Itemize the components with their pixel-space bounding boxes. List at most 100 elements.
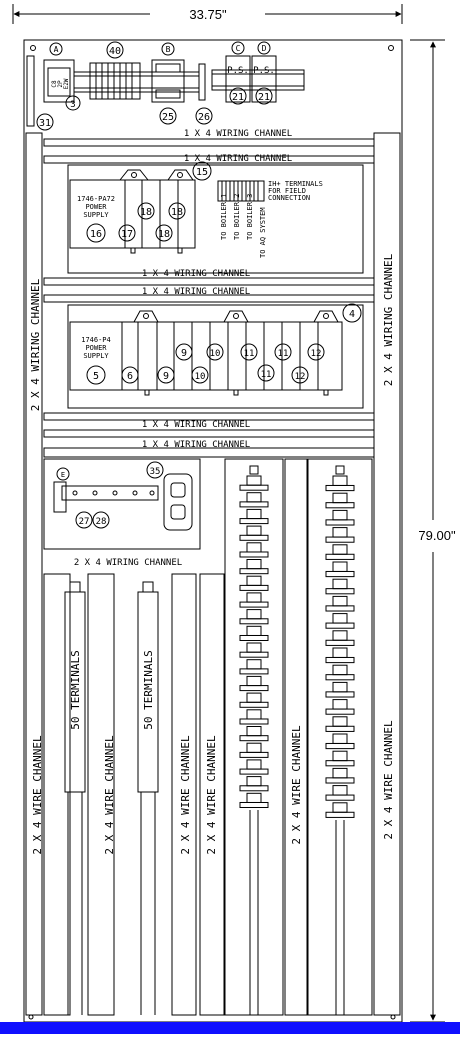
mount-hole <box>30 45 36 51</box>
svg-text:E2W: E2W <box>63 78 70 89</box>
relay-b <box>151 42 185 125</box>
terminal-strip-vertical-2 <box>325 465 355 1015</box>
wiring-channel-h2 <box>43 155 375 164</box>
wire-channel-label-4: 2 X 4 WIRE CHANNEL <box>205 735 218 855</box>
wire-channel-v5 <box>284 458 308 1016</box>
end-stop-26 <box>195 63 213 125</box>
wire-channel-v2 <box>87 573 115 1016</box>
svg-text:B: B <box>166 45 171 54</box>
svg-text:1746-P4: 1746-P4 <box>81 336 111 344</box>
svg-text:12: 12 <box>295 372 306 382</box>
svg-text:IH+ TERMINALS: IH+ TERMINALS <box>268 180 323 188</box>
mount-hole <box>388 45 394 51</box>
wiring-channel-h1 <box>43 138 375 147</box>
wire-channel-v3 <box>171 573 197 1016</box>
svg-text:21: 21 <box>232 92 244 103</box>
svg-text:11: 11 <box>244 349 255 359</box>
svg-text:SUPPLY: SUPPLY <box>83 211 109 219</box>
panel-outline <box>23 39 403 1023</box>
svg-text:TO BOILER 2: TO BOILER 2 <box>233 194 241 240</box>
channel-label-h5: 1 X 4 WIRING CHANNEL <box>142 420 250 430</box>
svg-text:POWER: POWER <box>85 344 107 352</box>
svg-text:25: 25 <box>162 112 174 123</box>
wire-channel-v4 <box>199 573 225 1016</box>
terminal-block-40 <box>89 41 141 100</box>
terminals-label-2: 50 TERMINALS <box>142 650 155 729</box>
channel-label-h6: 1 X 4 WIRING CHANNEL <box>142 440 250 450</box>
svg-text:2P: 2P <box>57 80 64 88</box>
svg-text:FOR FIELD: FOR FIELD <box>268 187 306 195</box>
svg-text:15: 15 <box>196 167 208 178</box>
wiring-channel-h5 <box>43 412 375 421</box>
height-dimension-label: 79.00" <box>418 528 456 543</box>
terminal-area-2 <box>307 458 373 1016</box>
svg-text:1746-PA72: 1746-PA72 <box>77 195 115 203</box>
svg-text:11: 11 <box>278 349 289 359</box>
svg-text:TO AQ SYSTEM: TO AQ SYSTEM <box>259 207 267 258</box>
svg-text:A: A <box>54 45 59 54</box>
svg-text:16: 16 <box>90 229 102 240</box>
wire-channel-label-6: 2 X 4 WIRE CHANNEL <box>382 720 395 840</box>
channel-label-h8: 2 X 4 WIRING CHANNEL <box>74 558 182 568</box>
power-supply-d <box>251 41 277 105</box>
svg-text:27: 27 <box>79 517 90 527</box>
svg-text:35: 35 <box>150 467 161 477</box>
wire-channel-label-2: 2 X 4 WIRE CHANNEL <box>103 735 116 855</box>
wiring-channel-h7 <box>43 447 375 458</box>
svg-text:C: C <box>236 44 241 53</box>
svg-text:40: 40 <box>109 46 121 57</box>
wire-channel-label-1: 2 X 4 WIRE CHANNEL <box>31 735 44 855</box>
svg-text:28: 28 <box>96 517 107 527</box>
svg-text:17: 17 <box>121 229 133 240</box>
plc-rack-2-backplate <box>67 304 364 409</box>
plc-rack-1 <box>69 161 212 254</box>
field-terminal-strip <box>217 180 265 202</box>
svg-text:10: 10 <box>195 372 206 382</box>
terminal-area-1 <box>224 458 284 1016</box>
svg-text:6: 6 <box>127 371 133 382</box>
svg-text:21: 21 <box>258 92 270 103</box>
terminal-strip-vertical-1 <box>239 465 269 1015</box>
svg-text:TO BOILER 1: TO BOILER 1 <box>220 194 228 240</box>
svg-text:11: 11 <box>261 370 272 380</box>
channel-label-h3: 1 X 4 WIRING CHANNEL <box>142 269 250 279</box>
svg-text:18: 18 <box>171 207 183 218</box>
wire-channel-v1 <box>43 573 71 1016</box>
left-wiring-channel <box>25 132 43 1016</box>
svg-text:3: 3 <box>70 100 75 110</box>
din-rail-top <box>73 71 200 93</box>
bottom-status-bar <box>0 1022 460 1034</box>
svg-text:E: E <box>61 471 65 479</box>
wiring-channel-h6 <box>43 429 375 438</box>
svg-text:9: 9 <box>181 348 187 359</box>
svg-text:31: 31 <box>39 118 51 129</box>
mounting-bracket-31 <box>26 55 35 127</box>
receptacle-rail <box>53 461 193 531</box>
svg-text:12: 12 <box>311 349 322 359</box>
terminal-block-50-a <box>64 581 86 1015</box>
channel-label-h4: 1 X 4 WIRING CHANNEL <box>142 287 250 297</box>
receptacle-box <box>43 458 201 550</box>
svg-text:CONNECTION: CONNECTION <box>268 194 310 202</box>
right-wiring-channel <box>373 132 401 1016</box>
plc-rack-2 <box>69 303 362 396</box>
width-dimension <box>12 4 403 24</box>
mount-hole <box>28 1014 34 1020</box>
right-channel-label: 2 X 4 WIRING CHANNEL <box>382 253 395 386</box>
svg-text:18: 18 <box>140 207 152 218</box>
svg-text:P.S.: P.S. <box>227 66 249 76</box>
channel-label-h1: 1 X 4 WIRING CHANNEL <box>184 129 292 139</box>
svg-text:P.S.: P.S. <box>253 66 275 76</box>
plc-rack-1-backplate <box>67 164 364 274</box>
svg-text:4: 4 <box>349 309 355 320</box>
width-dimension-label: 33.75" <box>189 7 227 22</box>
svg-text:D: D <box>262 44 267 53</box>
svg-text:POWER: POWER <box>85 203 107 211</box>
svg-text:C8: C8 <box>51 80 58 88</box>
svg-text:10: 10 <box>210 349 221 359</box>
mount-hole <box>390 1014 396 1020</box>
channel-label-h2: 1 X 4 WIRING CHANNEL <box>184 154 292 164</box>
terminals-label-1: 50 TERMINALS <box>69 650 82 729</box>
